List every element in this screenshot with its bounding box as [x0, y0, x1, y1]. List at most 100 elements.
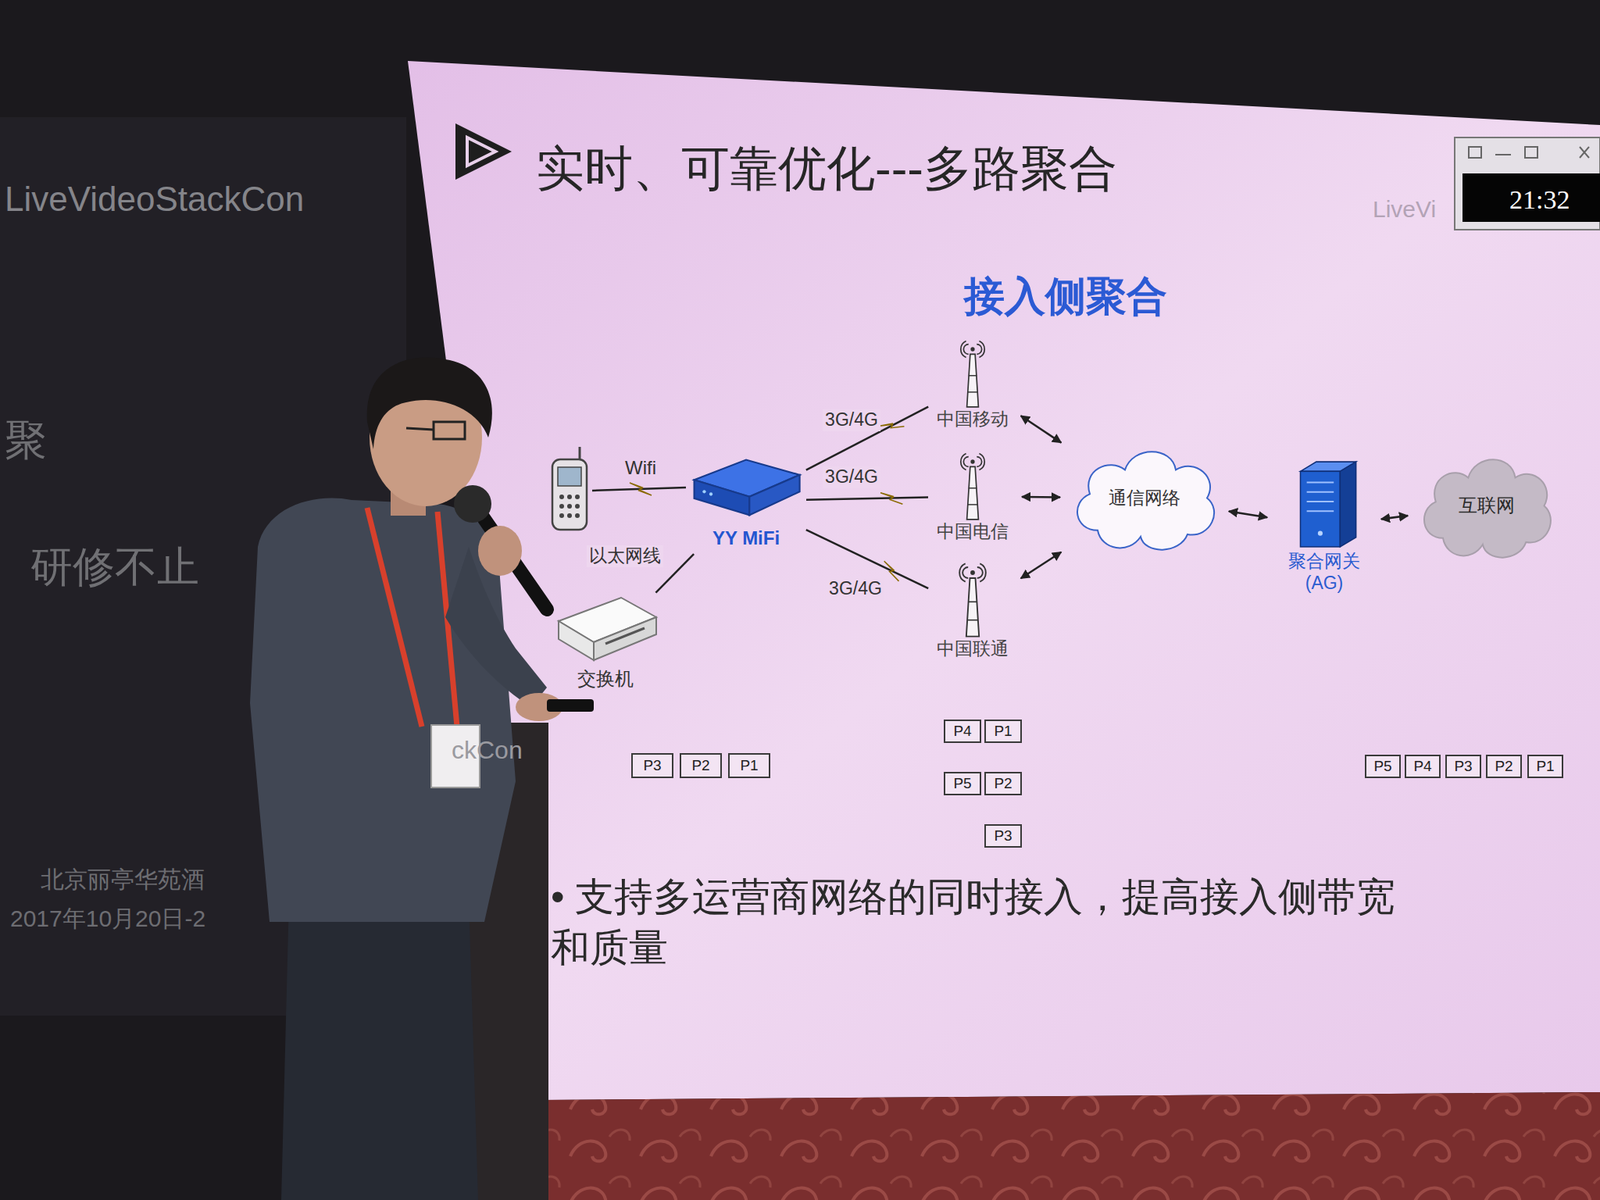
- packet-box: P4: [943, 719, 982, 743]
- carrier-tower: 中国联通: [929, 556, 1016, 664]
- node-label: P3: [1453, 757, 1472, 776]
- packet-box: P2: [679, 753, 722, 779]
- packet-box: P3: [984, 824, 1022, 848]
- node-label: P5: [1373, 757, 1392, 776]
- antenna-tip: [970, 459, 975, 464]
- slide-screen: [407, 60, 1600, 1100]
- timer-text: 21:32: [1509, 182, 1570, 218]
- node-label: P2: [993, 775, 1012, 793]
- backdrop-text: 研修不止: [30, 539, 200, 594]
- antenna-mast: [967, 353, 979, 408]
- device-icon: [929, 446, 1016, 522]
- device-icon: [539, 593, 672, 668]
- speaker-part: [367, 357, 493, 450]
- wifi-link: [592, 482, 686, 496]
- device-icon: [1273, 455, 1375, 551]
- antenna-mast: [967, 466, 979, 520]
- backdrop-logo: LiveVideoStackCon: [4, 176, 304, 222]
- cloud-outline: [1077, 451, 1215, 550]
- mast-brace: [967, 503, 979, 505]
- server-led: [1317, 531, 1323, 536]
- device-light: [702, 489, 706, 493]
- phone-icon-part: [575, 513, 580, 518]
- server-slot: [1307, 500, 1335, 503]
- node-label: P2: [691, 757, 710, 775]
- play-icon: [455, 123, 512, 180]
- node-label: YY MiFi: [712, 527, 780, 550]
- backdrop-text: 聚: [4, 412, 47, 468]
- speaker-part: [433, 421, 465, 440]
- node-label: P3: [642, 757, 661, 775]
- device-face: [749, 475, 800, 515]
- phone-icon-part: [567, 513, 572, 518]
- network-cloud: 通信网络: [1066, 433, 1223, 563]
- signal-wave: [976, 457, 982, 468]
- node-label: P4: [953, 722, 972, 741]
- section-heading: 接入侧聚合: [964, 270, 1168, 324]
- edge-label: 以太网线: [586, 545, 664, 568]
- node-label: 聚合网关 (AG): [1280, 550, 1368, 594]
- connector: [1021, 415, 1062, 443]
- switch-device: 交换机: [539, 593, 672, 694]
- internet-cloud: 互联网: [1414, 441, 1559, 571]
- phone-icon-part: [575, 494, 580, 500]
- phone-icon: [552, 446, 587, 530]
- timer-window-part: [1525, 146, 1538, 158]
- aggregation-gateway: 聚合网关 (AG): [1273, 455, 1375, 597]
- mast-brace: [967, 601, 978, 604]
- phone-icon-part: [575, 503, 580, 509]
- mast-brace: [968, 375, 978, 376]
- edge-label: 3G/4G: [826, 578, 885, 600]
- server-front: [1300, 471, 1341, 547]
- device-face: [694, 479, 750, 515]
- node-label: P2: [1494, 757, 1513, 776]
- speaker-part: [546, 699, 594, 712]
- watermark: LiveVi: [1372, 193, 1436, 225]
- carrier-tower: 中国移动: [929, 334, 1016, 434]
- packet-box: P1: [1527, 754, 1564, 779]
- connector: [806, 407, 929, 471]
- phone-icon-part: [552, 459, 587, 530]
- link-label: Wifi: [625, 455, 657, 480]
- connector: [806, 497, 929, 500]
- packet-box: P2: [1485, 754, 1522, 779]
- phone-icon-part: [559, 503, 565, 509]
- signal-wave: [963, 457, 968, 468]
- label-wrap: 中国联通: [929, 638, 1016, 661]
- packet-box: P1: [728, 753, 771, 779]
- server-side: [1339, 461, 1356, 547]
- packet-box: P4: [1404, 754, 1441, 779]
- lightning-shape: [879, 415, 905, 436]
- device-light: [709, 492, 713, 496]
- speaker-part: [250, 498, 516, 923]
- phone-icon-part: [559, 494, 565, 500]
- timer-window: [1454, 137, 1600, 230]
- node-label: P5: [953, 775, 972, 793]
- label-wrap: 互联网: [1414, 441, 1559, 571]
- node-label: 交换机: [577, 667, 634, 691]
- antenna-tip: [970, 570, 975, 575]
- label-wrap: YY MiFi: [687, 527, 805, 550]
- packet-box: P3: [1445, 754, 1482, 779]
- device-icon: [687, 449, 805, 528]
- speaker-part: [453, 485, 492, 523]
- signal-wave: [962, 567, 968, 579]
- edge-label: 3G/4G: [822, 409, 881, 432]
- server-slot: [1307, 491, 1335, 493]
- lightning-bolt: [879, 415, 905, 436]
- edge-label: 3G/4G: [822, 466, 881, 489]
- packet-box: P5: [1364, 754, 1401, 779]
- timer-window-part: [1462, 173, 1600, 222]
- phone-icon-part: [559, 513, 565, 518]
- phone-icon-part: [557, 467, 582, 486]
- mast-brace: [967, 391, 979, 393]
- antenna-tip: [970, 346, 975, 351]
- timer-window-part: [1468, 146, 1482, 158]
- speaker-part: [476, 507, 547, 610]
- server-slot: [1307, 482, 1335, 484]
- label-wrap: 聚合网关 (AG): [1273, 550, 1375, 594]
- node-label: P1: [739, 757, 758, 775]
- slide-title: 实时、可靠优化---多路聚合: [535, 135, 1118, 202]
- node-label: P4: [1413, 757, 1432, 776]
